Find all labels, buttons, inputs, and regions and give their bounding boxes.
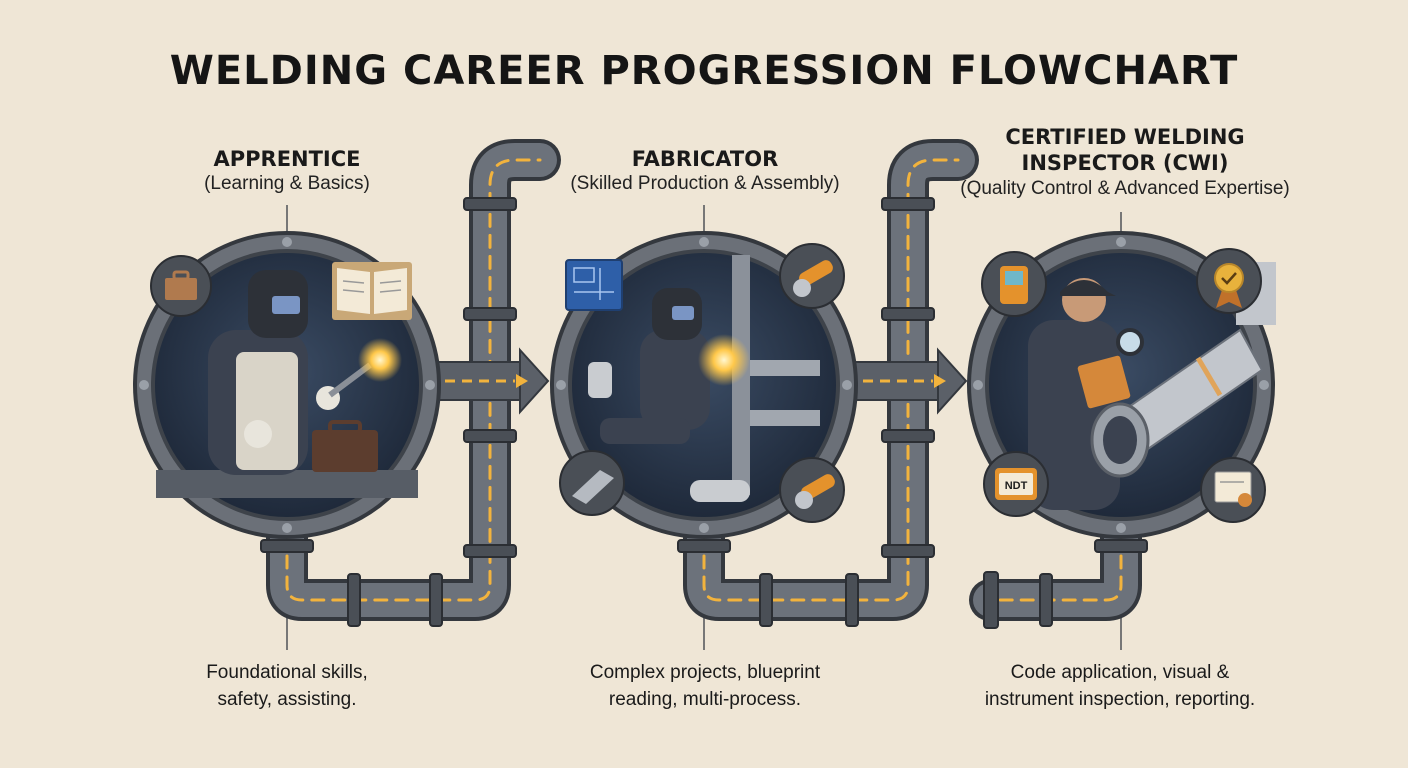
stage-description-cwi: Code application, visual & instrument in… <box>950 660 1290 713</box>
description-line: Foundational skills, <box>206 662 368 683</box>
description-line: Code application, visual & <box>1010 662 1230 683</box>
toolbox-icon <box>312 420 378 472</box>
description-line: Complex projects, blueprint <box>589 662 821 683</box>
certificate-icon <box>1200 457 1266 523</box>
stage-description-fabricator: Complex projects, blueprint reading, mul… <box>540 660 870 713</box>
angle-grinder-icon <box>779 457 845 523</box>
diagnostic-device-icon <box>981 251 1047 317</box>
toolbox-icon <box>150 255 212 317</box>
ndt-label: NDT <box>1005 480 1028 492</box>
stage-name-fabricator: FABRICATOR <box>631 147 779 171</box>
porthole-fabricator <box>550 231 858 539</box>
fabricator-welder-figure <box>600 288 750 444</box>
pipe-network <box>266 139 1142 621</box>
stage-description-apprentice: Foundational skills, safety, assisting. <box>137 660 437 713</box>
apprentice-welder-figure <box>208 270 402 475</box>
stage-header-cwi: CERTIFIED WELDING INSPECTOR (CWI) (Quali… <box>925 124 1325 200</box>
steel-angle-icon <box>559 450 625 516</box>
stage-name-apprentice: APPRENTICE <box>213 147 361 171</box>
description-line: instrument inspection, reporting. <box>984 688 1256 710</box>
ndt-device-icon: NDT <box>983 451 1049 517</box>
award-medal-icon <box>1196 248 1262 314</box>
porthole-cwi <box>967 231 1276 539</box>
description-line: safety, assisting. <box>217 688 357 710</box>
angle-grinder-icon <box>779 243 845 309</box>
description-line: reading, multi-process. <box>608 688 802 710</box>
steel-pipe-prop <box>588 362 750 502</box>
pipe-couplings <box>260 197 1148 629</box>
stage-name-cwi-line1: CERTIFIED WELDING <box>1005 125 1245 149</box>
stage-name-cwi-line2: INSPECTOR (CWI) <box>1021 151 1229 176</box>
blueprint-icon <box>565 259 623 311</box>
stage-subtitle-apprentice: (Learning & Basics) <box>204 173 370 195</box>
stage-subtitle-fabricator: (Skilled Production & Assembly) <box>570 173 840 195</box>
open-book-icon <box>332 262 412 320</box>
stage-header-fabricator: FABRICATOR (Skilled Production & Assembl… <box>530 146 880 196</box>
stage-subtitle-cwi: (Quality Control & Advanced Expertise) <box>960 177 1290 199</box>
page-title: WELDING CAREER PROGRESSION FLOWCHART <box>169 48 1239 94</box>
stage-header-apprentice: APPRENTICE (Learning & Basics) <box>137 146 437 196</box>
